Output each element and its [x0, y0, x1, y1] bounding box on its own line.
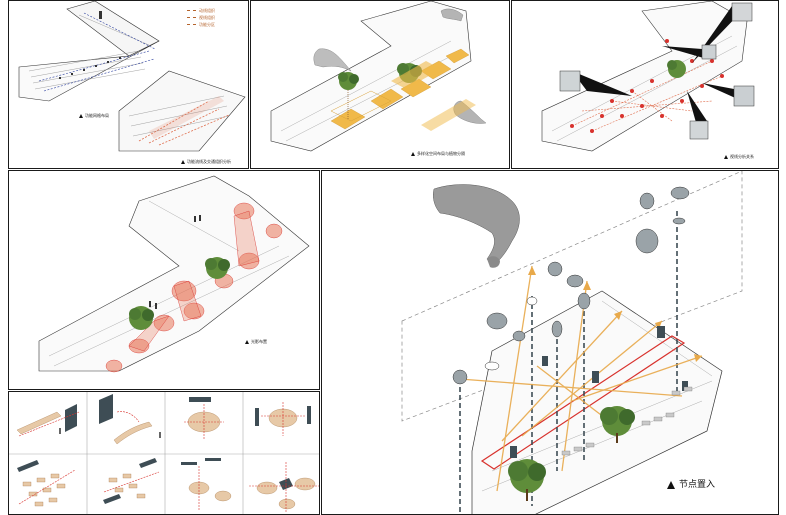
sightline-drawing	[541, 1, 755, 152]
panel-arrangement-grid	[8, 391, 320, 515]
panel-caption: 功能网格布局	[79, 113, 109, 119]
legend-item: 视线组织	[187, 14, 215, 21]
hand-icon	[433, 184, 520, 267]
panel-caption: 节点置入	[667, 477, 715, 490]
hand-icon	[440, 8, 464, 22]
isometric-grid-drawing	[18, 1, 246, 152]
arrangement-cell	[181, 458, 232, 510]
triangle-icon	[724, 155, 728, 159]
plant-icon	[600, 406, 635, 443]
panel-caption-secondary: 功能流线及交通组织分析	[181, 159, 231, 165]
arrangement-cell	[249, 462, 319, 512]
panel-caption: 光影布置	[245, 339, 267, 345]
hand-icon	[313, 48, 352, 72]
arrangement-cell	[103, 458, 160, 504]
panel-space-layout: 多样化空间布局与植物分隔	[250, 0, 510, 169]
panel-caption: 多样化空间布局与植物分隔	[411, 151, 465, 157]
legend-label: 功能分区	[199, 22, 215, 27]
panel-sightline: 视线分析关系	[511, 0, 779, 169]
hand-fingertip-icon	[487, 256, 500, 268]
triangle-icon	[79, 114, 83, 118]
isometric-layout-drawing	[270, 1, 487, 152]
plant-icon	[667, 60, 686, 78]
legend-label: 视线组织	[199, 15, 215, 20]
legend-item: 动线组织	[187, 7, 215, 14]
plant-icon	[508, 459, 546, 501]
triangle-icon	[411, 152, 415, 156]
triangle-icon	[245, 340, 249, 344]
triangle-icon	[667, 480, 675, 489]
view-inset	[689, 120, 709, 140]
plant-icon	[338, 72, 359, 90]
view-inset	[731, 2, 753, 22]
node-insertion-drawing	[401, 171, 743, 514]
panel-light-analysis: 光影布置	[8, 170, 320, 390]
triangle-icon	[181, 160, 185, 164]
panel-node-insertion: 节点置入	[321, 170, 779, 515]
arrangement-cell	[16, 404, 80, 437]
view-inset	[733, 85, 755, 107]
light-analysis-drawing	[38, 175, 310, 373]
arrangement-cell	[184, 397, 224, 440]
view-inset	[701, 44, 717, 60]
arrangement-cell	[99, 394, 161, 445]
panel-caption: 视线分析关系	[724, 154, 754, 160]
view-inset	[559, 70, 581, 92]
legend-item: 功能分区	[187, 21, 215, 28]
arrangement-cell	[17, 460, 76, 507]
plant-icon	[205, 257, 230, 279]
panel-functional-grid: 动线组织 视线组织 功能分区 功能网格布局 功能流线及交通组织分析	[8, 0, 249, 169]
arrangement-grid-drawing	[9, 392, 319, 514]
plant-icon	[129, 306, 154, 330]
legend: 动线组织 视线组织 功能分区	[187, 7, 215, 28]
legend-label: 动线组织	[199, 8, 215, 13]
arrangement-cell	[255, 402, 311, 436]
